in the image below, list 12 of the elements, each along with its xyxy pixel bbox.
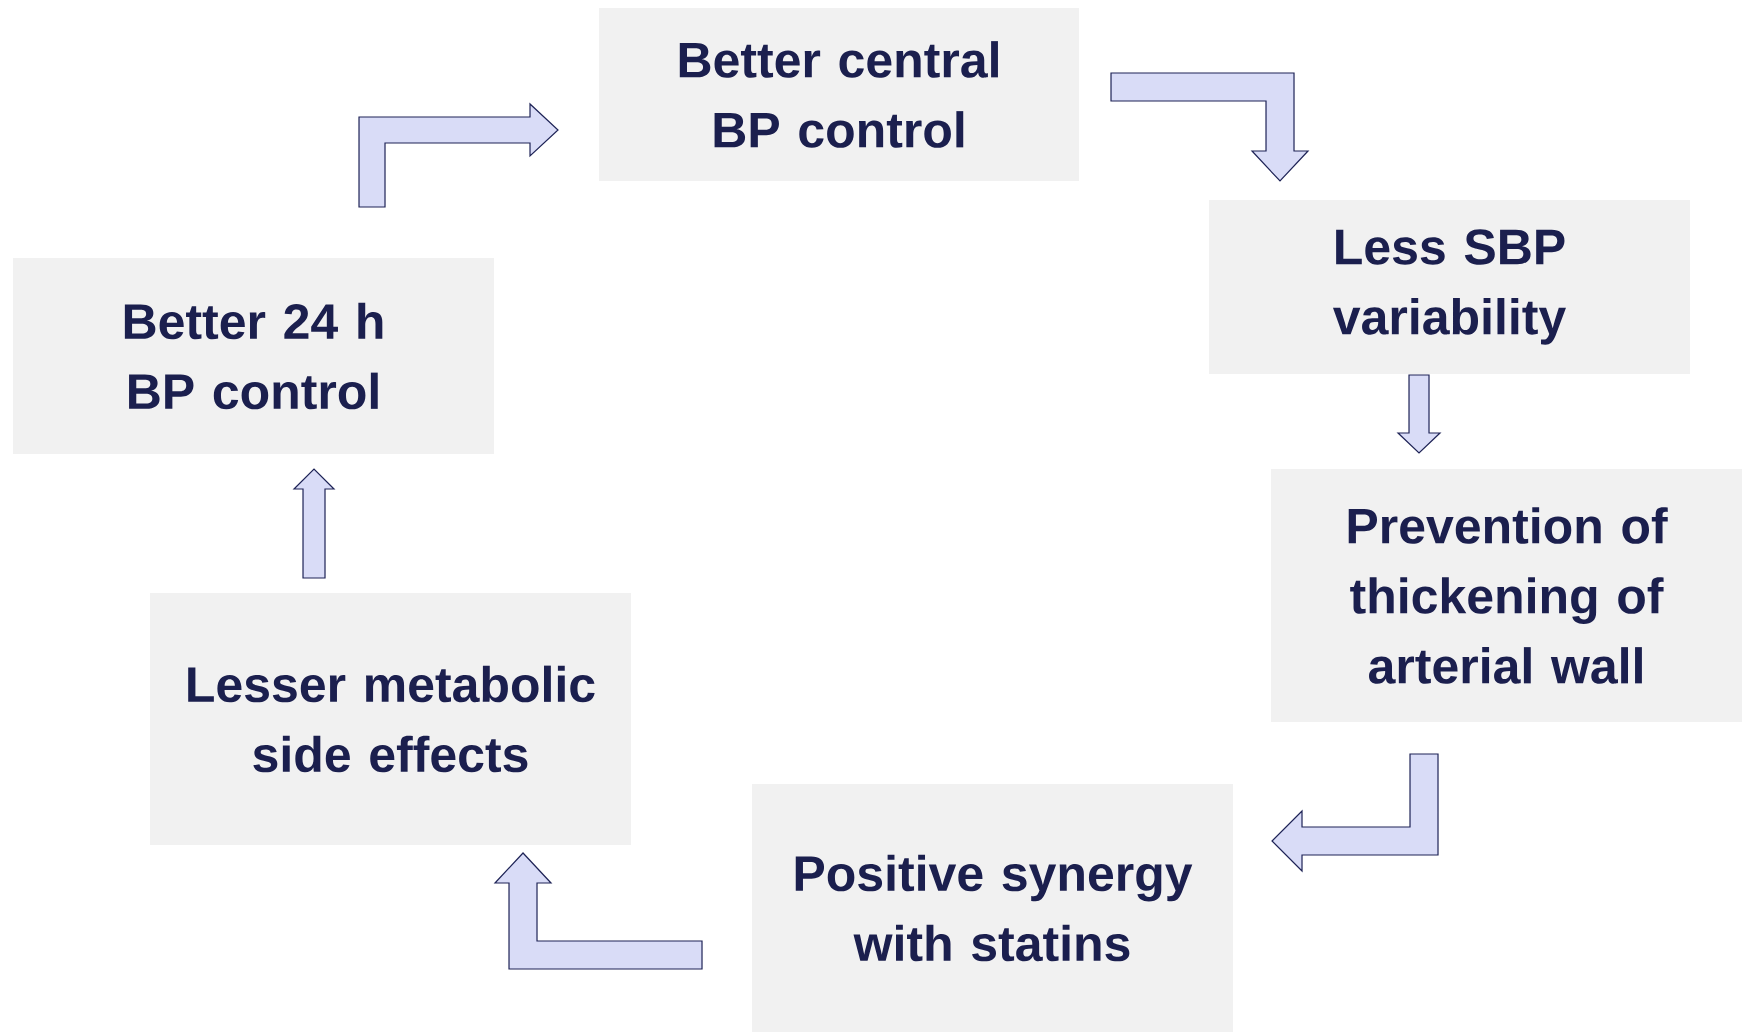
process-box: Better central BP control <box>599 8 1079 181</box>
block-arrow <box>1271 753 1439 873</box>
process-box: Positive synergy with statins <box>752 784 1233 1032</box>
block-arrow <box>292 468 336 579</box>
process-box: Prevention of thickening of arterial wall <box>1271 469 1742 722</box>
block-arrow <box>358 102 559 208</box>
process-box: Less SBP variability <box>1209 200 1690 374</box>
block-arrow <box>1110 72 1310 182</box>
process-box: Lesser metabolic side effects <box>150 593 631 845</box>
process-box: Better 24 h BP control <box>13 258 494 454</box>
block-arrow <box>493 852 703 970</box>
block-arrow <box>1396 374 1442 454</box>
